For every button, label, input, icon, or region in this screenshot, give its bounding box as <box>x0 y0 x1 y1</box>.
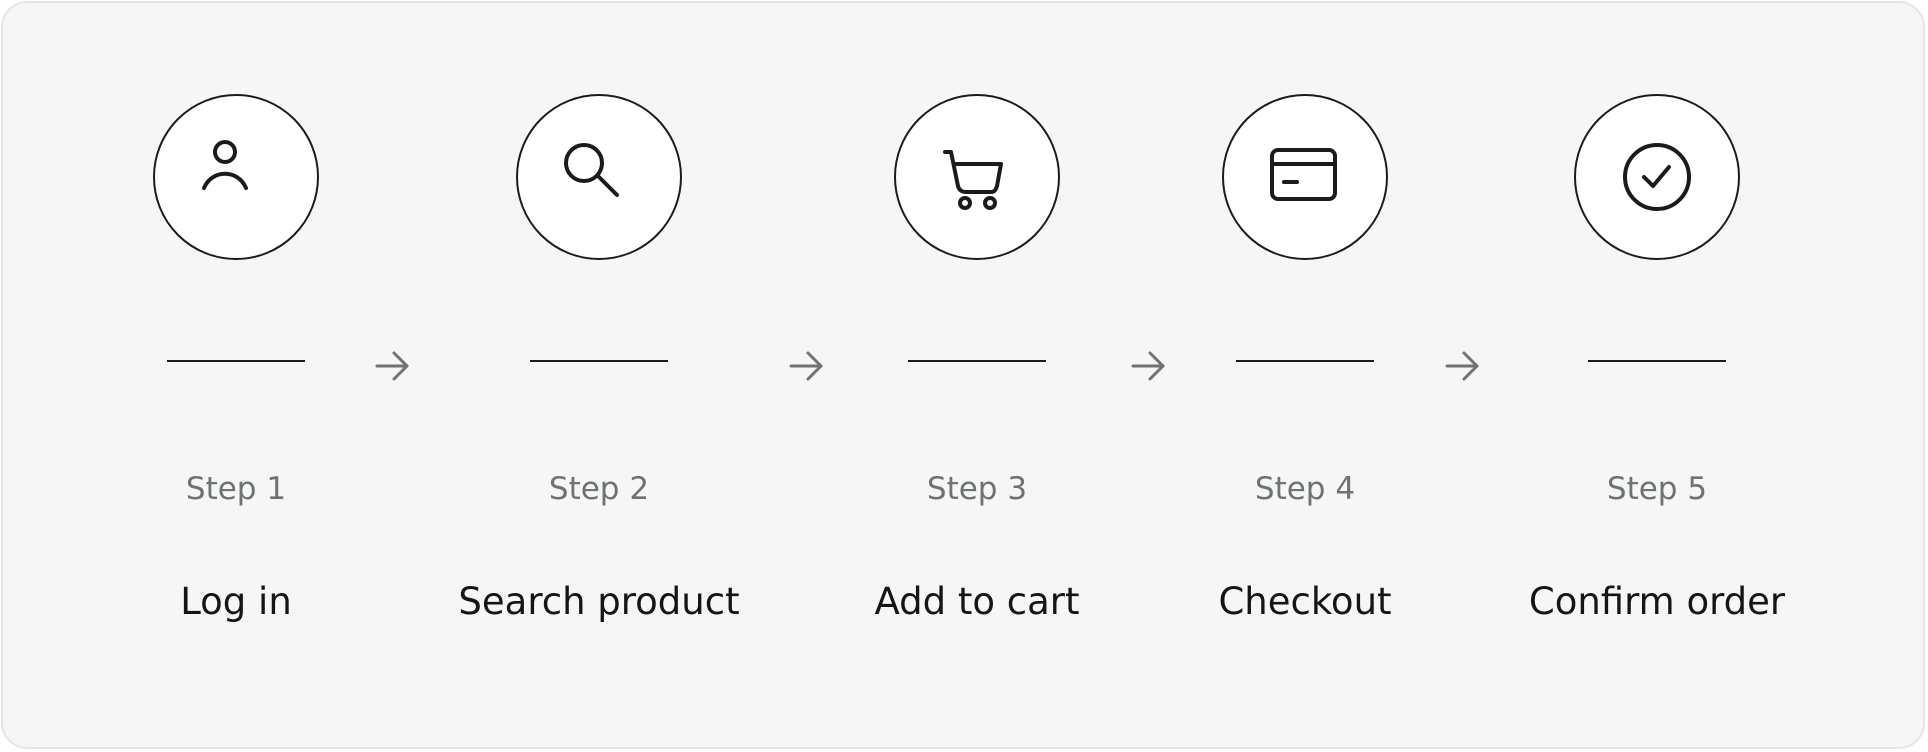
step-4: Step 4 Checkout <box>1145 3 1465 743</box>
step-5-number: Step 5 <box>1606 471 1708 507</box>
arrow-right-icon <box>375 351 409 381</box>
step-4-icon-circle <box>1222 94 1388 260</box>
step-1-number: Step 1 <box>185 471 287 507</box>
search-icon <box>564 143 619 197</box>
check-circle-icon <box>1623 143 1691 211</box>
step-2: Step 2 Search product <box>439 3 759 743</box>
arrow-right-icon <box>1445 351 1479 381</box>
step-3: Step 3 Add to cart <box>817 3 1137 743</box>
step-1-rule <box>167 360 305 362</box>
step-2-rule <box>530 360 668 362</box>
step-4-title: Checkout <box>1218 580 1392 623</box>
step-2-icon-circle <box>516 94 682 260</box>
cart-icon <box>943 150 1003 210</box>
step-3-title: Add to cart <box>874 580 1080 623</box>
step-5-rule <box>1588 360 1726 362</box>
user-icon <box>202 140 248 190</box>
credit-card-icon <box>1270 148 1337 201</box>
step-5: Step 5 Confirm order <box>1497 3 1817 743</box>
step-3-icon-circle <box>894 94 1060 260</box>
arrow-right-icon <box>1131 351 1165 381</box>
step-3-number: Step 3 <box>926 471 1028 507</box>
arrow-right-icon <box>789 351 823 381</box>
step-4-rule <box>1236 360 1374 362</box>
step-2-number: Step 2 <box>548 471 650 507</box>
step-1-icon-circle <box>153 94 319 260</box>
step-1: Step 1 Log in <box>76 3 396 743</box>
step-5-title: Confirm order <box>1528 580 1786 623</box>
step-2-title: Search product <box>458 580 740 623</box>
step-4-number: Step 4 <box>1254 471 1356 507</box>
step-1-title: Log in <box>180 580 292 623</box>
step-5-icon-circle <box>1574 94 1740 260</box>
step-3-rule <box>908 360 1046 362</box>
